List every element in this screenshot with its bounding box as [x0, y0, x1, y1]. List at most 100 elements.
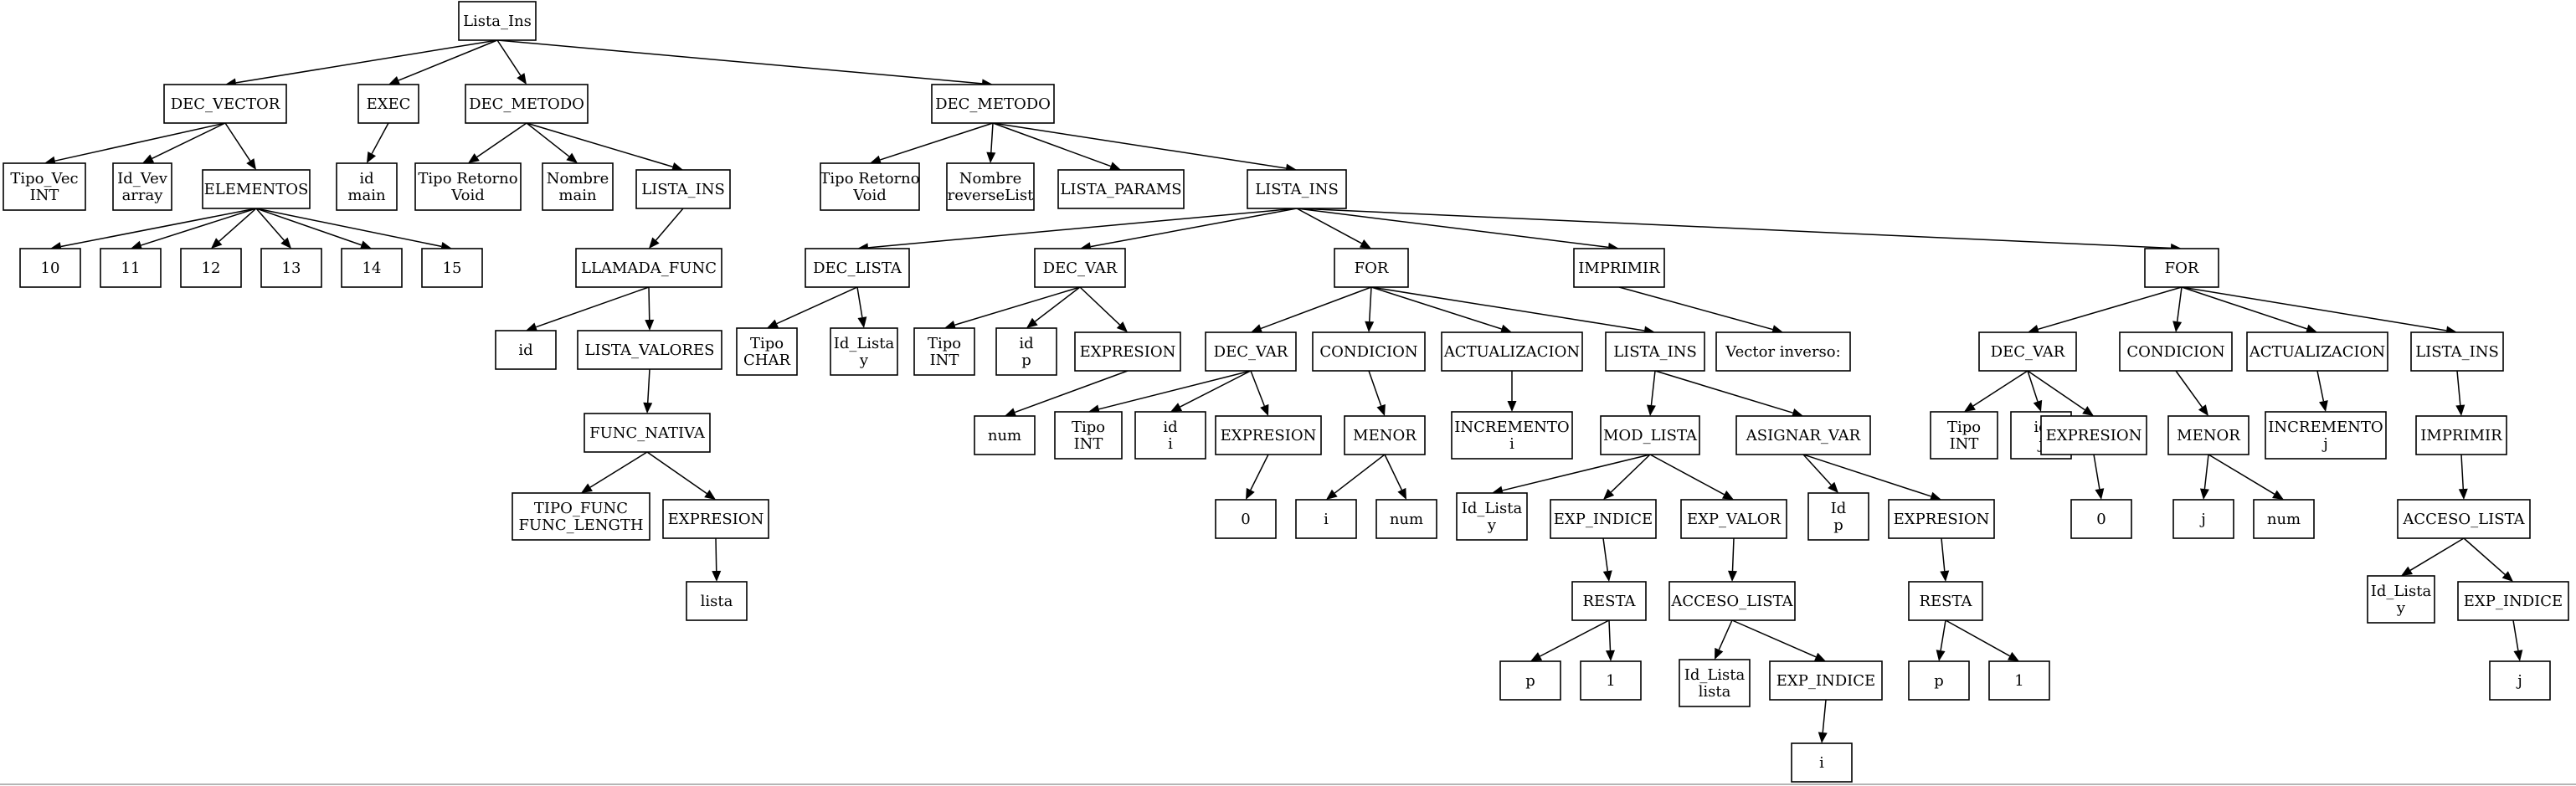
edge-n65-n66 [1940, 537, 1950, 582]
node-box [686, 581, 748, 621]
node-box [913, 327, 975, 376]
edge-n0-n1 [225, 39, 498, 88]
node-box [1441, 331, 1583, 372]
node-box [1451, 411, 1573, 460]
edge-n48-n49 [1326, 454, 1386, 500]
tree-node-num: num [974, 415, 1036, 455]
node-box [1908, 660, 1970, 701]
edge-n32-n69 [1618, 286, 1783, 334]
edge-line [992, 122, 1287, 169]
edge-n70-n74 [1964, 370, 2028, 412]
node-label: main [558, 187, 597, 204]
tree-node-lista-params: LISTA_PARAMS [1057, 169, 1185, 209]
arrowhead [1813, 652, 1826, 661]
edge-n85-n86 [2512, 619, 2523, 661]
node-label: Vector inverso: [1725, 343, 1840, 361]
arrowhead [1005, 408, 1017, 417]
edge-line [646, 368, 650, 403]
arrowhead [367, 151, 377, 163]
arrowhead [581, 483, 593, 493]
node-box [414, 162, 522, 211]
edge-line [54, 122, 226, 162]
node-box [577, 330, 722, 370]
edges-layer [44, 39, 2523, 743]
edge-line [1502, 454, 1651, 491]
node-label: DEC_VAR [1043, 259, 1118, 277]
tree-node-dec-metodo: DEC_METODO [465, 84, 589, 124]
edge-n17-n18 [649, 208, 684, 249]
node-box [2246, 331, 2388, 372]
edge-line [1250, 370, 1265, 407]
edge-line [1368, 370, 1382, 406]
arrowhead [944, 320, 957, 330]
node-box [1334, 248, 1409, 288]
edge-line [1602, 537, 1609, 572]
edge-line [2181, 286, 2447, 331]
node-label: num [1390, 511, 1423, 528]
edge-line [589, 451, 648, 488]
edge-line [646, 451, 707, 495]
tree-node-expresion: EXPRESION [1074, 331, 1181, 372]
arrowhead [2198, 404, 2208, 416]
arrowhead [1499, 324, 1512, 334]
node-label: Tipo [928, 335, 961, 352]
node-label: 10 [41, 259, 60, 277]
node-box [931, 84, 1055, 124]
arrowhead [1964, 402, 1976, 412]
edge-n31-n40 [1251, 286, 1372, 333]
edge-n31-n41 [1365, 286, 1375, 332]
arrowhead [1116, 321, 1128, 332]
arrowhead [1728, 570, 1737, 582]
edge-line [648, 286, 650, 321]
tree-node-j: j [2489, 660, 2551, 701]
node-label: j [2199, 511, 2206, 528]
node-label: y [1487, 516, 1497, 534]
arrowhead [767, 319, 779, 328]
arrowhead [2501, 571, 2513, 582]
edge-n30-n38 [1079, 286, 1128, 332]
tree-node-expresion: EXPRESION [662, 499, 769, 539]
edge-n31-n43 [1370, 286, 1655, 336]
edge-line [1034, 286, 1081, 322]
edge-line [255, 208, 285, 241]
node-label: y [2396, 599, 2406, 617]
node-label: 15 [443, 259, 462, 277]
edge-line [1650, 370, 1656, 406]
node-label: Tipo_Vec [10, 170, 78, 188]
edge-n28-n30 [1080, 208, 1298, 252]
tree-node-p: p [1908, 660, 1970, 701]
node-label: array [122, 187, 164, 204]
node-label: Id_Lista [2371, 583, 2432, 600]
node-label: EXEC [367, 95, 411, 113]
node-label: 0 [2096, 511, 2106, 528]
node-label: 12 [202, 259, 221, 277]
arrowhead [2458, 488, 2468, 500]
node-label: ACCESO_LISTA [2402, 511, 2525, 528]
edge-line [1618, 286, 1773, 331]
node-label: num [2267, 511, 2301, 528]
node-label: DEC_METODO [935, 95, 1051, 113]
edge-n2-n14 [367, 122, 389, 163]
edge-n46-n47 [1246, 454, 1269, 500]
node-label: EXPRESION [2046, 427, 2142, 444]
edge-line [526, 122, 570, 157]
node-label: Void [852, 187, 886, 204]
tree-node-0: 0 [2070, 499, 2132, 539]
node-label: Id_Lista [1684, 666, 1746, 684]
node-box [2070, 499, 2132, 539]
tree-node-resta: RESTA [1571, 581, 1647, 621]
node-label: Nombre [547, 170, 609, 188]
tree-node-asignar-var: ASIGNAR_VAR [1735, 415, 1871, 455]
edge-n83-n84 [2401, 537, 2465, 576]
node-box [1499, 660, 1561, 701]
arrowhead [712, 570, 722, 582]
edge-n60-n61 [1715, 619, 1733, 660]
node-box [1054, 411, 1123, 460]
tree-node-lista-valores: LISTA_VALORES [577, 330, 722, 370]
arrowhead [566, 152, 578, 163]
edge-n31-n42 [1370, 286, 1512, 334]
tree-node-10: 10 [19, 248, 81, 288]
tree-node-for: FOR [2144, 248, 2219, 288]
arrowhead [1246, 487, 1255, 500]
